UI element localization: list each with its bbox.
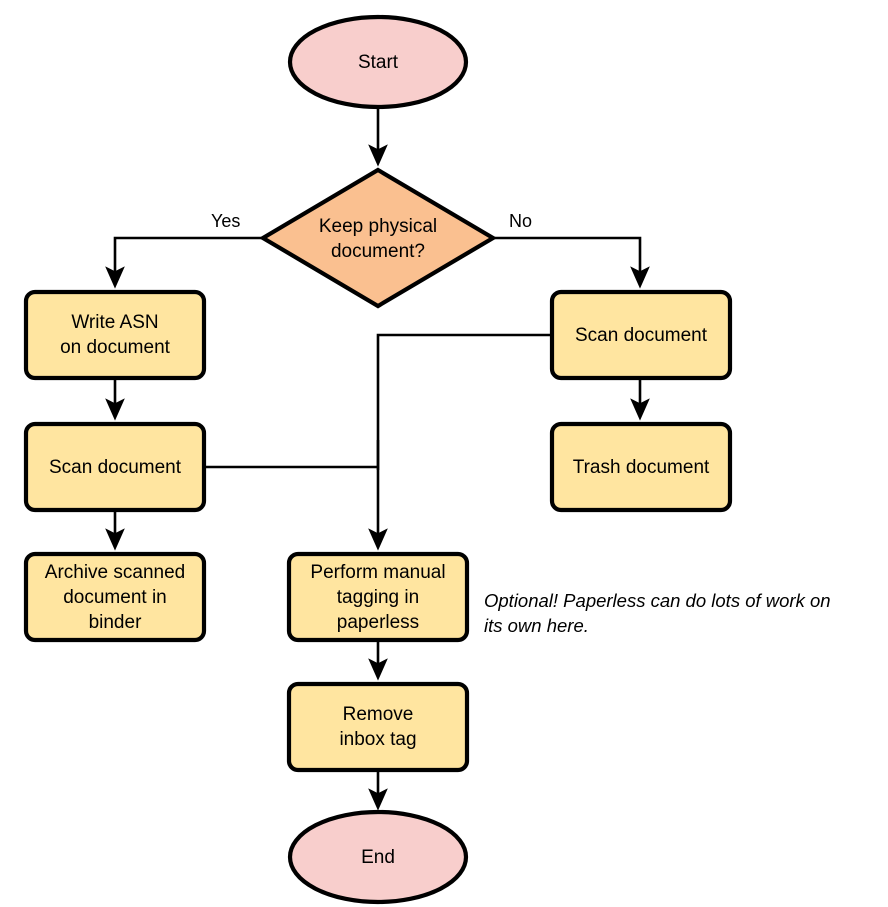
node-archive-scanned-document[interactable]: [23, 551, 207, 643]
node-scan-document-left[interactable]: [23, 421, 207, 513]
node-start[interactable]: [287, 14, 469, 110]
edge-label-yes: Yes: [211, 211, 241, 231]
optional-note: Optional! Paperless can do lots of work …: [484, 590, 831, 636]
node-remove-inbox-tag[interactable]: [286, 681, 470, 773]
edge-decision-no-to-scan-right: [493, 236, 650, 289]
edge-decision-yes-to-write-asn: [105, 236, 263, 289]
node-write-asn[interactable]: [23, 289, 207, 381]
edge-label-no: No: [509, 211, 533, 231]
node-perform-manual-tagging[interactable]: [286, 551, 470, 643]
node-scan-document-right[interactable]: [549, 289, 733, 381]
edge-scan-right-to-manual-tagging: [376, 333, 552, 470]
node-end[interactable]: [287, 809, 469, 905]
node-trash-document[interactable]: [549, 421, 733, 513]
node-decision-keep-physical-document[interactable]: [258, 167, 498, 309]
